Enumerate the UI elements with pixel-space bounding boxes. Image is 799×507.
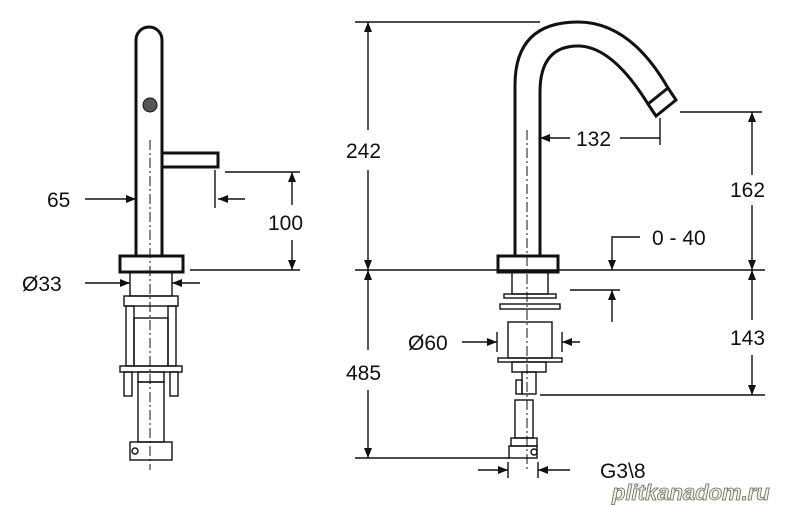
dim-outlet-height: 162 (730, 179, 765, 202)
dim-hole-diameter: Ø60 (408, 332, 448, 355)
dim-connection-thread: G3\8 (600, 460, 646, 483)
dim-lever-offset: 65 (47, 189, 70, 212)
spout-body (134, 25, 164, 256)
left-side-view: 65 100 Ø33 (22, 25, 303, 470)
base-flange (118, 254, 185, 274)
mounting-kit (497, 271, 563, 459)
dim-shank-length: 485 (346, 362, 381, 385)
watermark: plitkanadom.ru (611, 480, 770, 505)
lever-handle (160, 151, 220, 169)
dim-total-height: 242 (346, 140, 381, 163)
spout-inner (538, 44, 650, 256)
dim-reach: 132 (576, 128, 611, 151)
aerator-icon (142, 97, 158, 113)
dim-below-deck: 143 (730, 327, 765, 350)
spout-outer (513, 20, 670, 256)
dim-shank-diameter: Ø33 (22, 273, 62, 296)
dim-lever-height: 100 (268, 212, 303, 235)
spout-outlet (645, 85, 679, 119)
dim-deck-thickness: 0 - 40 (652, 227, 706, 250)
mounting-kit (119, 271, 183, 461)
right-front-view: 242 485 132 162 0 - 40 143 Ø60 G3\8 (346, 20, 765, 483)
